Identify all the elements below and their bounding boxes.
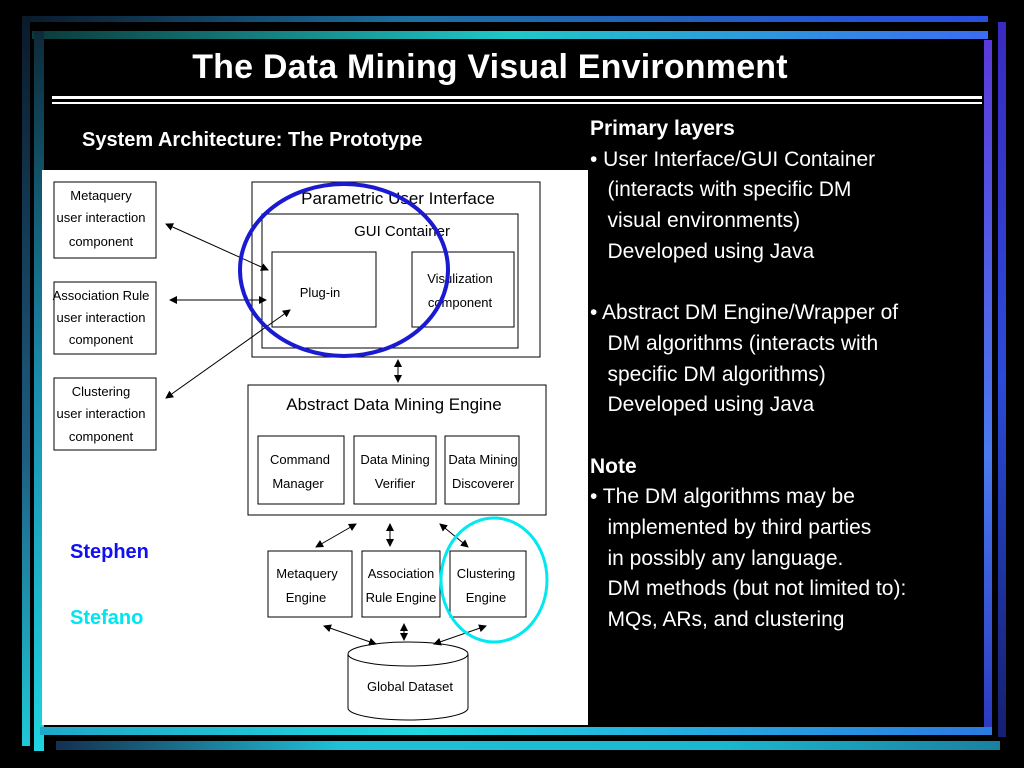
visualization-box	[411, 251, 515, 328]
blank-line	[590, 267, 1000, 298]
engine-module-command	[257, 435, 345, 505]
dataset-label: Global Dataset	[367, 679, 453, 694]
abstract-engine-box: Abstract Data Mining Engine Command Mana…	[247, 384, 547, 516]
left-box-clustering: Clustering user interaction component	[53, 377, 157, 451]
text-line: visual environments)	[590, 209, 801, 233]
text-line: DM algorithms (interacts with	[590, 331, 879, 355]
left-box-metaquery-line-1: Metaquery	[70, 188, 132, 203]
title-divider-top	[52, 96, 982, 99]
frame-left-bar-inner	[34, 31, 44, 751]
frame-top-bar-inner	[32, 31, 988, 39]
left-box-association: Association Rule user interaction compon…	[53, 281, 157, 355]
engine-label: Abstract Data Mining Engine	[286, 395, 501, 414]
heading-primary-layers: Primary layers	[590, 117, 735, 140]
parametric-ui-box: Parametric User Interface GUI Container …	[251, 181, 541, 358]
text-line: MQs, ARs, and clustering	[590, 608, 845, 631]
algorithm-engine-clustering-line-2: Engine	[466, 590, 506, 605]
slide-title: The Data Mining Visual Environment	[192, 48, 788, 86]
left-box-metaquery-line-2: user interaction	[57, 210, 146, 225]
engine-module-verifier	[353, 435, 437, 505]
left-box-clustering-line-2: user interaction	[57, 406, 146, 421]
algorithm-engine-association: Association Rule Engine	[361, 550, 441, 618]
left-box-clustering-line-3: component	[69, 429, 134, 444]
frame-right-bar-outer	[998, 22, 1006, 737]
global-dataset-cylinder: Global Dataset	[347, 641, 469, 721]
right-text-column: Primary layers • User Interface/GUI Cont…	[590, 114, 1000, 636]
architecture-diagram: Metaquery user interaction component Ass…	[53, 181, 549, 721]
algorithm-engine-metaquery: Metaquery Engine	[267, 550, 353, 618]
engine-module-verifier-line-2: Verifier	[375, 476, 416, 491]
frame-bottom-bar-outer	[56, 741, 1000, 750]
left-box-association-line-1: Association Rule	[53, 288, 150, 303]
engine-module-discoverer	[444, 435, 520, 505]
frame-bottom-bar-inner	[40, 727, 992, 735]
frame-right-bar-inner	[984, 40, 992, 730]
text-line: (interacts with specific DM	[590, 178, 852, 202]
blank-line	[590, 421, 1000, 452]
algorithm-engine-association-line-1: Association	[368, 566, 434, 581]
text-line: Developed using Java	[590, 393, 815, 417]
left-box-metaquery: Metaquery user interaction component	[53, 181, 157, 259]
left-box-association-line-3: component	[69, 332, 134, 347]
left-box-association-line-2: user interaction	[57, 310, 146, 325]
text-line: • User Interface/GUI Container	[590, 147, 876, 171]
algorithm-engine-association-line-2: Rule Engine	[366, 590, 437, 605]
left-box-metaquery-line-3: component	[69, 234, 134, 249]
frame-top-bar-outer	[22, 16, 988, 22]
text-line: Developed using Java	[590, 239, 815, 263]
text-line: DM methods (but not limited to):	[590, 577, 907, 601]
heading-note: Note	[590, 454, 637, 478]
text-line: • Abstract DM Engine/Wrapper of	[590, 301, 899, 325]
algorithm-engine-clustering: Clustering Engine	[449, 550, 527, 618]
text-line: specific DM algorithms)	[590, 362, 826, 386]
title-divider-bottom	[52, 102, 982, 104]
engine-module-command-line-2: Manager	[272, 476, 324, 491]
plugin-label: Plug-in	[300, 285, 340, 300]
text-line: in possibly any language.	[590, 546, 844, 570]
engine-module-command-line-1: Command	[270, 452, 330, 467]
algorithm-engine-metaquery-line-1: Metaquery	[276, 566, 338, 581]
text-line: • The DM algorithms may be	[590, 485, 855, 509]
author-stefano: Stefano	[70, 607, 144, 629]
highlight-circle-blue	[238, 182, 450, 358]
highlight-circle-cyan	[439, 516, 549, 644]
section-subtitle: System Architecture: The Prototype	[82, 129, 423, 151]
algorithm-engine-metaquery-line-2: Engine	[286, 590, 326, 605]
author-stephen: Stephen	[70, 541, 149, 563]
algorithm-engine-clustering-line-1: Clustering	[457, 566, 516, 581]
visualization-label-line-1: Visulization	[427, 271, 493, 286]
left-box-clustering-line-1: Clustering	[72, 384, 131, 399]
frame-left-bar-outer	[22, 16, 30, 746]
diagram-arrows	[165, 223, 487, 646]
engine-module-verifier-line-1: Data Mining	[360, 452, 429, 467]
engine-module-discoverer-line-2: Discoverer	[452, 476, 515, 491]
engine-module-discoverer-line-1: Data Mining	[448, 452, 517, 467]
diagram-panel: Metaquery user interaction component Ass…	[42, 170, 588, 725]
gui-container-label: GUI Container	[354, 223, 450, 240]
text-line: implemented by third parties	[590, 515, 872, 539]
